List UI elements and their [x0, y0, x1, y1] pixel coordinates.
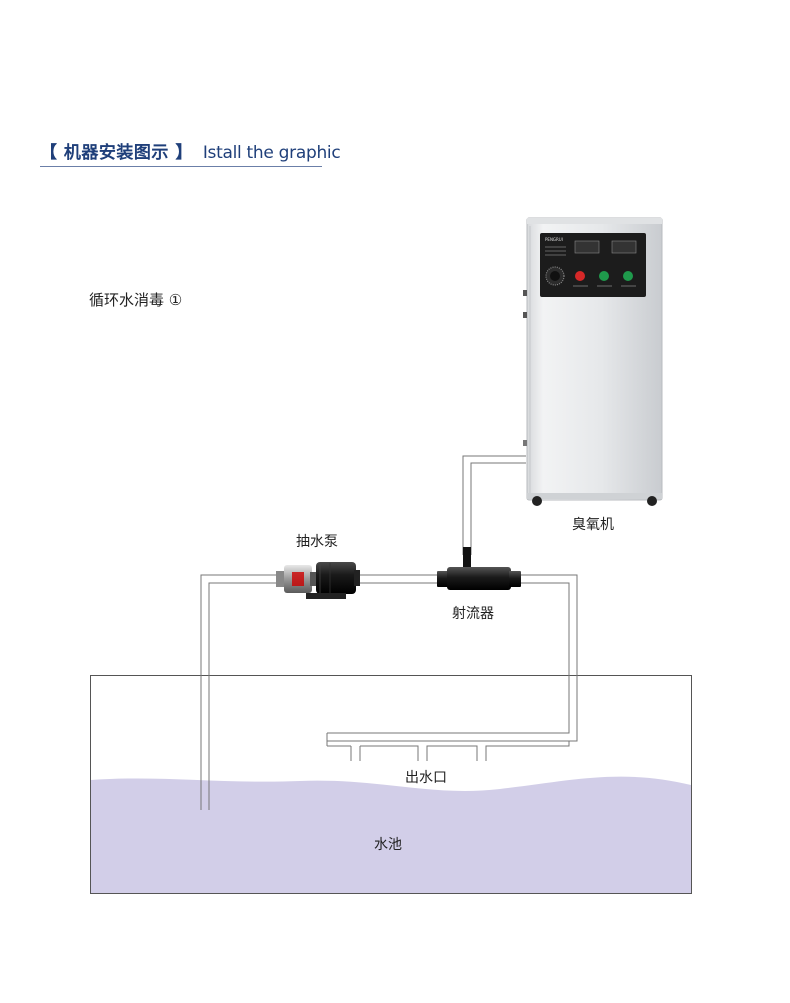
ozone-line-inner	[470, 462, 526, 555]
outlet-nozzles	[326, 733, 570, 761]
panel-green-button-2	[623, 271, 633, 281]
header-underline	[40, 166, 322, 167]
ozone-line-outer	[462, 455, 526, 555]
panel-display-left	[574, 240, 600, 254]
pool	[90, 675, 692, 894]
panel-display-right	[611, 240, 637, 254]
pool-outline	[90, 675, 692, 894]
pipes	[200, 455, 578, 810]
machine-side-fitting-1	[523, 290, 527, 296]
outlet-pipe-outer	[326, 574, 578, 746]
machine-side-fitting-3	[523, 440, 527, 446]
panel-brand: PENGRUI	[545, 237, 563, 242]
ozone-machine-label: 臭氧机	[572, 517, 614, 533]
diagram-caption: 循环水消毒 ①	[89, 291, 183, 309]
pool-label: 水池	[374, 837, 402, 853]
machine-side-fitting-2	[523, 312, 527, 318]
ejector	[437, 547, 521, 590]
pool-water	[91, 776, 691, 893]
ozone-machine: PENGRUI	[523, 217, 663, 506]
inlet-pipe-outer	[200, 574, 282, 810]
header-title-en: Istall the graphic	[202, 143, 341, 163]
section-header: 【 机器安装图示 】 Istall the graphic	[40, 138, 341, 163]
machine-base	[527, 493, 662, 499]
pump-motor	[316, 562, 356, 594]
ejector-label: 射流器	[452, 606, 494, 622]
panel-red-button	[575, 271, 585, 281]
outlet-pipe-inner	[327, 582, 570, 734]
machine-wheel-right	[647, 496, 657, 506]
machine-wheel-left	[532, 496, 542, 506]
ejector-body	[447, 567, 511, 590]
pump-label: 抽水泵	[296, 534, 338, 550]
water-pump	[276, 562, 360, 599]
panel-green-button-1	[599, 271, 609, 281]
header-title-cn: 【 机器安装图示 】	[40, 143, 193, 163]
inlet-pipe-inner	[208, 582, 282, 810]
outlet-label: 出水口	[405, 770, 447, 786]
